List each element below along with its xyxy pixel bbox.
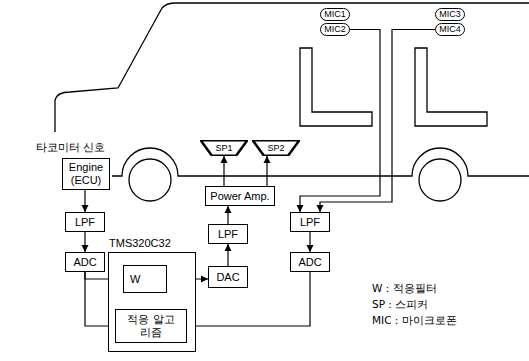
car-body [55, 3, 529, 132]
annotation-label: W : 적응필터 [372, 282, 437, 296]
microphone: MIC4 [435, 23, 465, 36]
annotation-label: 타코미터 신호 [36, 141, 105, 155]
node-text: 적응 알고리즘 [126, 313, 176, 338]
signal-connector [223, 156, 224, 186]
filter-box: LPF [65, 212, 105, 232]
signal-connector [84, 232, 85, 252]
engine-box: Engine (ECU) [62, 158, 110, 190]
signal-connector [84, 190, 85, 212]
front-wheel [129, 159, 171, 201]
converter-box: DAC [208, 266, 248, 288]
annotation-label: MIC : 마이크로폰 [372, 314, 457, 328]
node-text: DAC [216, 271, 239, 284]
rear-seat [415, 48, 487, 126]
rear-wheel [419, 159, 461, 201]
node-text: MIC4 [439, 24, 461, 34]
signal-connector [227, 244, 228, 266]
signal-connector [320, 30, 435, 213]
node-text: LPF [300, 216, 320, 229]
node-text: ADC [298, 256, 321, 269]
node-text: MIC2 [324, 24, 346, 34]
annotation-label: SP : 스피커 [372, 298, 428, 312]
front-seat [300, 48, 372, 126]
filter-box: LPF [208, 224, 248, 244]
node-text: Power Amp. [210, 190, 269, 203]
signal-connector [187, 272, 310, 326]
node-text: SP2 [267, 143, 284, 153]
node-text: MIC1 [324, 9, 346, 19]
amplifier-box: Power Amp. [205, 186, 275, 206]
converter-box: ADC [290, 252, 330, 272]
filter-box: LPF [290, 212, 330, 232]
node-text: SP1 [215, 143, 232, 153]
node-text: Engine (ECU) [66, 161, 106, 186]
signal-connector [227, 206, 228, 224]
dsp-box: TMS320C32W적응 알고리즘 [108, 252, 196, 352]
signal-connector [300, 30, 380, 213]
converter-box: ADC [65, 252, 105, 272]
node-text: LPF [75, 216, 95, 229]
chip-heading: TMS320C32 [109, 237, 171, 250]
node-text: ADC [73, 256, 96, 269]
speaker: SP1 [200, 140, 248, 156]
algorithm-box: 적응 알고리즘 [115, 309, 187, 343]
filter-box: W [123, 265, 167, 293]
microphone: MIC3 [435, 8, 465, 21]
microphone: MIC2 [320, 23, 350, 36]
signal-connector [266, 156, 267, 186]
car-floor [112, 148, 529, 176]
signal-connector [309, 232, 310, 252]
node-text: LPF [218, 228, 238, 241]
node-text: W [130, 273, 140, 286]
microphone: MIC1 [320, 8, 350, 21]
node-text: MIC3 [439, 9, 461, 19]
speaker: SP2 [252, 140, 300, 156]
